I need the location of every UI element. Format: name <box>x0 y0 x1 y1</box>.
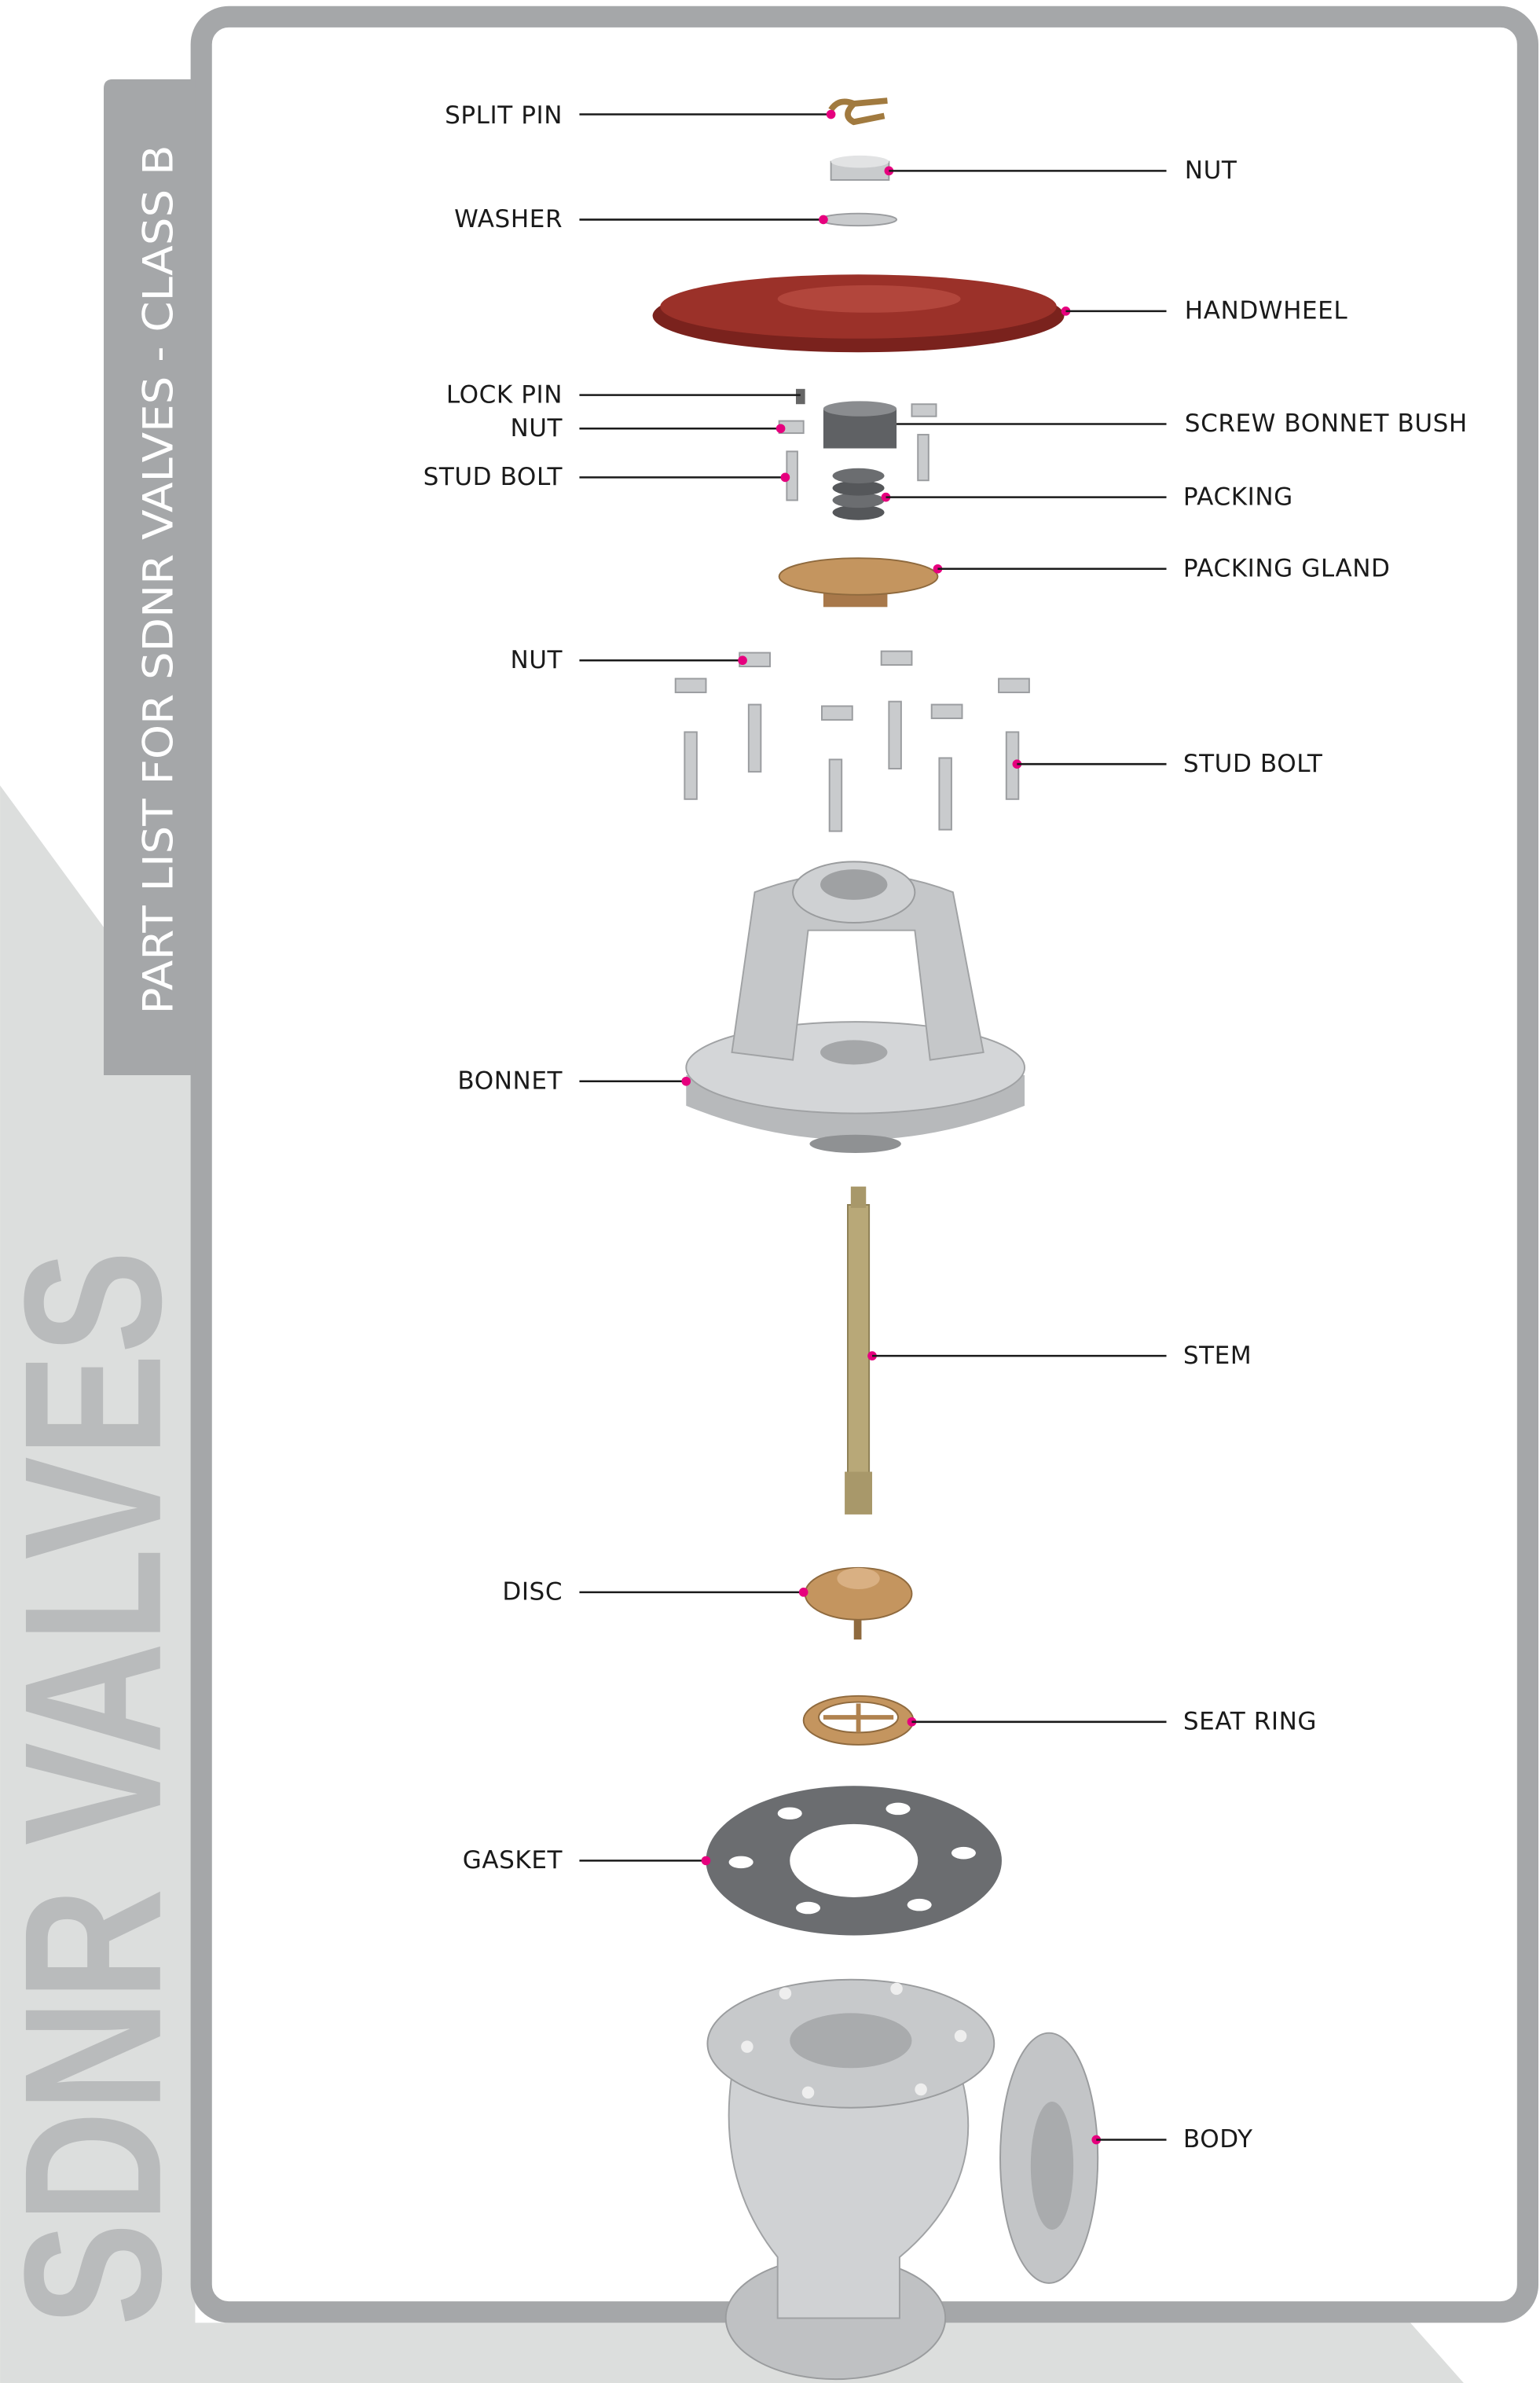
label-handwheel: HANDWHEEL <box>1185 297 1348 325</box>
label-packing-gland: PACKING GLAND <box>1183 555 1391 583</box>
label-nut: NUT <box>510 646 563 674</box>
label-stem: STEM <box>1183 1342 1252 1370</box>
label-split-pin: SPLIT PIN <box>445 101 563 130</box>
label-nut-small: NUT <box>510 414 563 442</box>
frame <box>190 6 1539 2323</box>
split-pin-icon <box>828 97 888 126</box>
bonnet-icon <box>685 861 1026 1154</box>
callout-disc: DISC <box>502 1578 808 1606</box>
callout-screw-bonnet-bush: SCREW BONNET BUSH <box>896 409 1468 438</box>
label-top-nut: NUT <box>1185 156 1238 185</box>
stem-icon <box>845 1186 873 1515</box>
nuts-and-bolts-icon <box>674 650 1030 832</box>
screw-bonnet-bush-icon <box>823 401 897 449</box>
title-tab <box>104 79 196 1076</box>
callout-split-pin: SPLIT PIN <box>445 101 836 130</box>
disc-icon <box>804 1566 913 1640</box>
label-disc: DISC <box>502 1578 563 1606</box>
handwheel-icon <box>652 274 1065 353</box>
label-lock-pin: LOCK PIN <box>446 380 563 409</box>
label-body: BODY <box>1183 2125 1253 2154</box>
label-packing: PACKING <box>1183 483 1293 511</box>
lock-pin-icon <box>795 388 805 405</box>
callout-handwheel: HANDWHEEL <box>1061 297 1348 325</box>
callout-nut: NUT <box>510 646 747 674</box>
label-stud-bolt: STUD BOLT <box>1183 750 1323 778</box>
callout-packing: PACKING <box>881 483 1293 511</box>
small-nuts-icon <box>778 403 937 501</box>
seat-ring-icon <box>802 1695 915 1746</box>
callout-stem: STEM <box>867 1342 1252 1370</box>
background-shape <box>0 785 1464 2383</box>
label-gasket: GASKET <box>463 1846 563 1874</box>
callout-stud-bolt: STUD BOLT <box>1012 750 1323 778</box>
callout-body: BODY <box>1091 2125 1253 2154</box>
label-washer: WASHER <box>454 205 563 233</box>
label-stud-bolt-small: STUD BOLT <box>424 463 563 491</box>
callout-lock-pin: LOCK PIN <box>446 380 801 409</box>
label-bonnet: BONNET <box>457 1067 563 1096</box>
callout-gasket: GASKET <box>463 1846 711 1874</box>
gasket-icon <box>706 1786 1002 1936</box>
label-seat-ring: SEAT RING <box>1183 1708 1317 1736</box>
packing-icon <box>832 468 885 520</box>
packing-gland-icon <box>778 557 939 608</box>
washer-icon <box>820 212 898 227</box>
callout-stud-bolt-small: STUD BOLT <box>424 463 790 491</box>
callout-top-nut: NUT <box>884 156 1238 185</box>
callout-nut-small: NUT <box>510 414 786 442</box>
watermark-text: SDNR VALVES <box>0 1250 202 2326</box>
tab-title: PART LIST FOR SDNR VALVES - CLASS B <box>134 145 182 1014</box>
callout-bonnet: BONNET <box>457 1067 691 1096</box>
body-icon <box>706 1978 1099 2381</box>
callout-seat-ring: SEAT RING <box>907 1708 1317 1736</box>
label-screw-bonnet-bush: SCREW BONNET BUSH <box>1185 409 1468 438</box>
callout-packing-gland: PACKING GLAND <box>933 555 1391 583</box>
top-nut-icon <box>830 155 890 181</box>
callout-washer: WASHER <box>454 205 828 233</box>
